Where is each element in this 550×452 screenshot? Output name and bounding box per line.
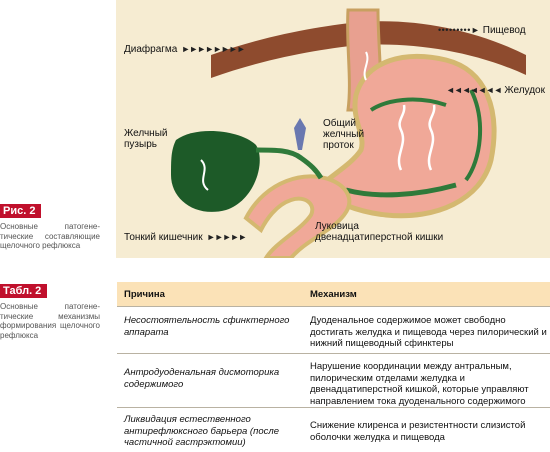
label-duodenal-bulb: Луковица двенадцатиперстной кишки [315, 221, 444, 243]
label-diaphragm: Диафрагма►►►►►►►► [124, 44, 246, 55]
bile-duct-shape [255, 147, 324, 180]
figure-caption-text: Основные патогене-тические составляющие … [0, 222, 100, 250]
table-row: Ликвидация естественного антирефлюксного… [117, 407, 550, 450]
anatomy-figure: • • • • • • • • • ►Пищевод Диафрагма►►►►… [116, 0, 550, 258]
cell-mechanism: Нарушение координации между антральным, … [310, 361, 529, 407]
reflux-wave [363, 51, 369, 81]
duodenum-shape [243, 174, 352, 258]
table-caption-tag: Табл. 2 [0, 284, 48, 298]
table-caption: Табл. 2 Основные патогене-тические механ… [0, 281, 108, 340]
mechanisms-table: Причина Механизм Несостоятельность сфинк… [117, 282, 550, 450]
diaphragm-shape [211, 21, 526, 79]
stomach-illustration [171, 8, 526, 258]
label-esophagus: • • • • • • • • • ►Пищевод [438, 25, 526, 36]
cell-mechanism: Снижение клиренса и резистентности слизи… [310, 420, 526, 443]
gallbladder-shape [171, 130, 260, 212]
bile-streak [369, 97, 447, 112]
table-row: Несостоятельность сфинктерного аппарата … [117, 306, 550, 353]
duct-junction-shape [294, 118, 306, 150]
cell-cause: Антродуоденальная дисмоторика содержимог… [124, 367, 280, 390]
table-caption-text: Основные патогене-тические механизмы фор… [0, 302, 100, 340]
table-row: Антродуоденальная дисмоторика содержимог… [117, 353, 550, 407]
cell-mechanism: Дуоденальное содержимое может свободно д… [310, 315, 547, 349]
reflux-wave [200, 159, 209, 191]
cell-cause: Несостоятельность сфинктерного аппарата [124, 315, 290, 338]
label-gallbladder: Желчный пузырь [124, 128, 168, 150]
header-cause: Причина [124, 288, 165, 300]
label-small-intestine: Тонкий кишечник►►►►► [124, 232, 247, 243]
figure-caption: Рис. 2 Основные патогене-тические состав… [0, 201, 108, 251]
bile-streak [464, 89, 483, 182]
header-mechanism: Механизм [310, 288, 357, 300]
bile-streak [345, 182, 457, 198]
label-stomach: ◄◄◄◄◄◄◄Желудок [446, 85, 545, 96]
stomach-shape [312, 53, 497, 219]
label-bile-duct: Общий желчный проток [323, 118, 365, 151]
reflux-wave [397, 104, 406, 171]
reflux-wave [427, 104, 436, 171]
figure-caption-tag: Рис. 2 [0, 204, 42, 218]
cell-cause: Ликвидация естественного антирефлюксного… [124, 414, 280, 448]
table-header: Причина Механизм [117, 282, 550, 306]
